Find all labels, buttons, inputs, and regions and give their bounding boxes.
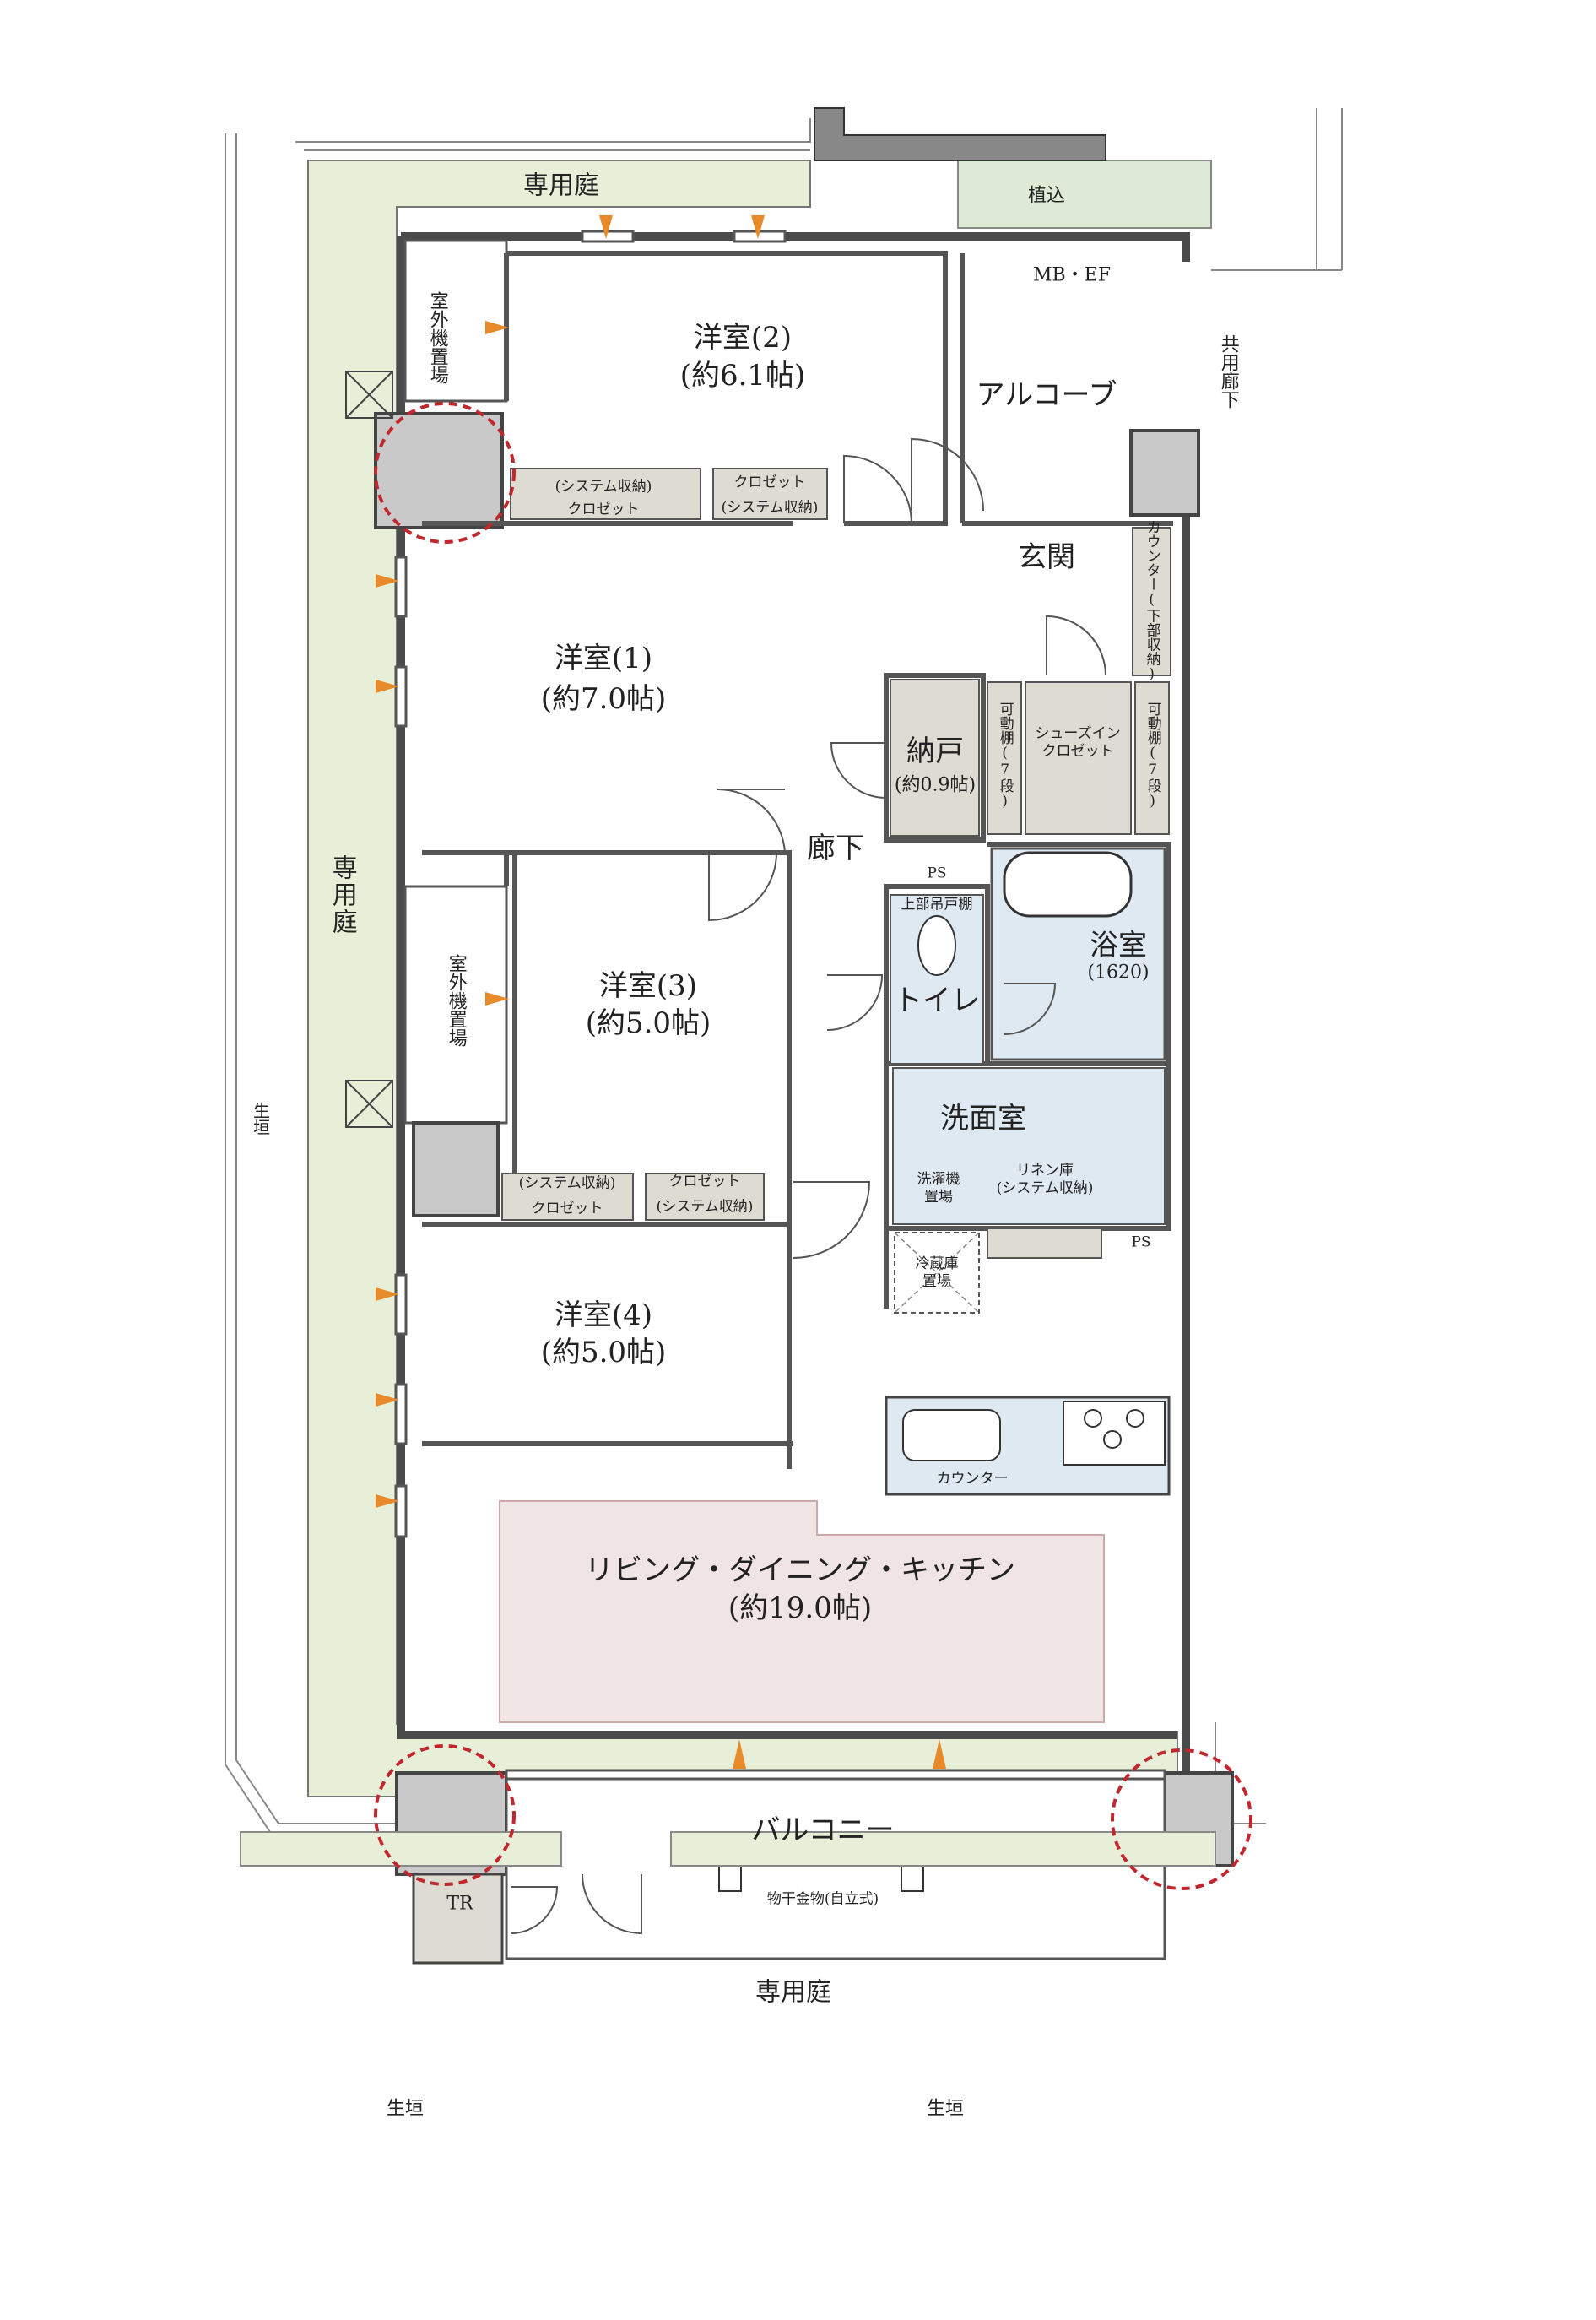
closet-west3-system: (システム収納) bbox=[518, 1174, 616, 1192]
upper-neighbor-lines bbox=[1211, 108, 1343, 271]
hedge-side-label: 生垣 bbox=[250, 1102, 271, 1136]
room-western3-size: (約5.0帖) bbox=[585, 1006, 711, 1040]
room-storage-name: 納戸 bbox=[906, 734, 964, 768]
room-western3-name: 洋室(3) bbox=[598, 968, 698, 1003]
closets bbox=[501, 468, 1171, 1259]
drying-rack-label: 物干金物(自立式) bbox=[766, 1890, 879, 1908]
room-ldk-name: リビング・ダイニング・キッチン bbox=[585, 1553, 1015, 1587]
outdoor-unit-mid-label: 室外機置場 bbox=[445, 954, 467, 1047]
upper-cabinet-label: 上部吊戸棚 bbox=[901, 896, 973, 913]
closet-west4-system: (システム収納) bbox=[656, 1198, 754, 1216]
building-walls bbox=[397, 232, 1190, 1773]
balcony-area bbox=[505, 1775, 1166, 1960]
movable-shelf-left: 可動棚(7段) bbox=[996, 702, 1014, 810]
burner-3 bbox=[1103, 1430, 1122, 1449]
room-bath-size: (1620) bbox=[1087, 962, 1150, 984]
room-western1-name: 洋室(1) bbox=[554, 641, 653, 675]
movable-shelf-right: 可動棚(7段) bbox=[1144, 702, 1161, 810]
balcony-label: バルコニー bbox=[751, 1813, 895, 1847]
garden-bottom-label: 専用庭 bbox=[755, 1977, 831, 2008]
linen-sub-label: (システム収納) bbox=[996, 1179, 1094, 1197]
closet-west1-label: クロゼット bbox=[733, 474, 806, 491]
ps-label-wash: PS bbox=[1131, 1233, 1151, 1251]
room-alcove: アルコーブ bbox=[976, 377, 1117, 412]
room-western4-size: (約5.0帖) bbox=[540, 1335, 667, 1369]
burner-1 bbox=[1084, 1409, 1102, 1428]
vent-markers bbox=[376, 215, 946, 1769]
counter-lower-label: カウンター(下部収納) bbox=[1143, 519, 1160, 683]
garden-top-label: 専用庭 bbox=[523, 171, 599, 201]
linen-label: リネン庫 bbox=[1016, 1162, 1074, 1179]
room-ldk-size: (約19.0帖) bbox=[728, 1591, 873, 1625]
hedge-left bbox=[240, 1831, 562, 1867]
closet-west4-label: クロゼット bbox=[668, 1173, 741, 1190]
hedge-bottom-left: 生垣 bbox=[386, 2098, 425, 2120]
outdoor-unit-top-label: 室外機置場 bbox=[426, 291, 448, 384]
room-entrance: 玄関 bbox=[1018, 539, 1075, 574]
closet-west2-system: (システム収納) bbox=[555, 478, 652, 496]
fridge-label: 冷蔵庫 置場 bbox=[915, 1255, 959, 1290]
shoes-closet-label: シューズイン クロゼット bbox=[1035, 724, 1121, 760]
room-toilet: トイレ bbox=[894, 983, 980, 1017]
hedge-bottom-right: 生垣 bbox=[926, 2098, 965, 2120]
room-western2-name: 洋室(2) bbox=[693, 320, 793, 355]
kitchen-counter-label: カウンター bbox=[936, 1470, 1009, 1488]
fridge-cross bbox=[894, 1232, 980, 1314]
planting-label: 植込 bbox=[1027, 185, 1066, 207]
highlight-circles bbox=[374, 402, 1252, 1890]
closet-west2-label: クロゼット bbox=[567, 501, 640, 518]
columns bbox=[374, 412, 1234, 1876]
room-storage-size: (約0.9帖) bbox=[894, 774, 977, 796]
outdoor-markers bbox=[345, 371, 393, 1128]
common-corridor-label: 共用廊下 bbox=[1217, 334, 1239, 409]
door-swings bbox=[510, 437, 1106, 1935]
partition-walls bbox=[422, 251, 1173, 1469]
burner-2 bbox=[1126, 1409, 1144, 1428]
outdoor-unit-top bbox=[403, 239, 508, 403]
room-hallway: 廊下 bbox=[807, 831, 864, 865]
closet-west1-system: (システム収納) bbox=[721, 499, 819, 517]
tr-box bbox=[412, 1873, 504, 1965]
washroom-fill bbox=[892, 1067, 1166, 1225]
planting-area bbox=[957, 160, 1212, 229]
washer-label: 洗濯機 置場 bbox=[917, 1170, 960, 1206]
ldk-fill bbox=[499, 1500, 1105, 1723]
kitchen-sink bbox=[902, 1409, 1001, 1461]
garden-side-label: 専用庭 bbox=[327, 854, 357, 935]
outdoor-unit-mid bbox=[403, 885, 508, 1125]
room-washroom: 洗面室 bbox=[940, 1101, 1026, 1136]
kitchen-stove bbox=[1063, 1401, 1166, 1466]
tr-label: TR bbox=[446, 1893, 473, 1915]
ps-label-top: PS bbox=[927, 865, 947, 882]
room-western2-size: (約6.1帖) bbox=[679, 358, 806, 393]
upper-neighbor-wall bbox=[814, 107, 1106, 161]
room-western1-size: (約7.0帖) bbox=[540, 681, 667, 716]
bathtub bbox=[1003, 851, 1133, 918]
mb-ef-label: MB・EF bbox=[1032, 264, 1112, 286]
toilet-bowl bbox=[917, 915, 956, 976]
room-western4-name: 洋室(4) bbox=[554, 1298, 653, 1332]
closet-west3-label: クロゼット bbox=[531, 1200, 603, 1217]
windows bbox=[394, 230, 1166, 1781]
room-bath-name: 浴室 bbox=[1090, 928, 1147, 962]
